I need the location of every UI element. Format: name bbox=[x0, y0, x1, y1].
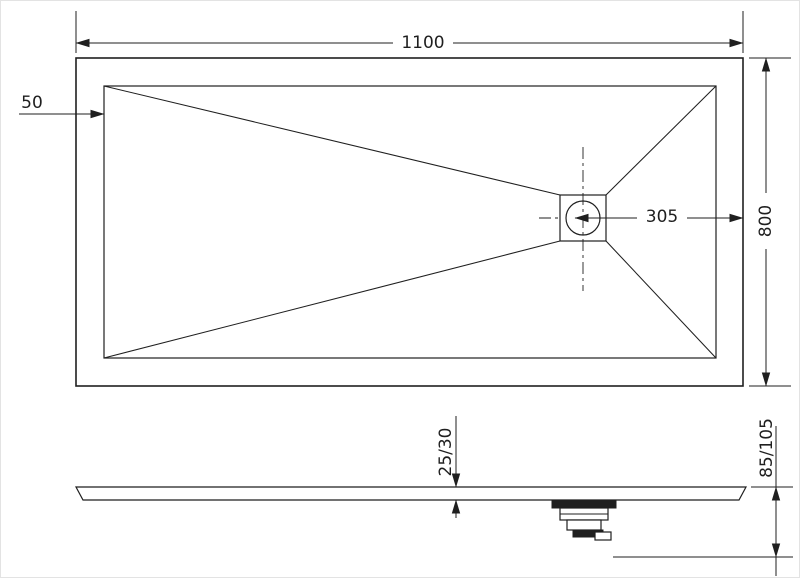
dim-label-overall-height: 85/105 bbox=[757, 418, 777, 478]
slope-line-top-right bbox=[605, 85, 717, 196]
tray-inner-rect bbox=[103, 85, 717, 359]
slope-line-bottom-left bbox=[103, 240, 561, 359]
slope-line-top-left bbox=[103, 85, 561, 196]
waste-trap-outlet bbox=[594, 531, 612, 541]
top-view bbox=[75, 57, 744, 387]
dim-label-thickness: 25/30 bbox=[436, 428, 456, 477]
tray-section-profile bbox=[74, 486, 748, 501]
dim-label-rim-width: 50 bbox=[21, 93, 43, 113]
tray-outer-rect bbox=[75, 57, 744, 387]
waste-trap bbox=[551, 499, 617, 541]
slope-line-bottom-right bbox=[605, 240, 717, 359]
dim-label-drain-to-edge: 305 bbox=[646, 207, 678, 227]
waste-trap-flange bbox=[551, 499, 617, 509]
dim-label-overall-width: 1100 bbox=[401, 33, 444, 53]
side-view-dimensions: 25/30 85/105 bbox=[436, 416, 793, 576]
top-view-dimensions: 1100 50 305 800 bbox=[19, 11, 791, 387]
side-view bbox=[74, 486, 748, 541]
dim-label-overall-depth: 800 bbox=[756, 205, 776, 237]
waste-trap-lower bbox=[566, 519, 602, 531]
